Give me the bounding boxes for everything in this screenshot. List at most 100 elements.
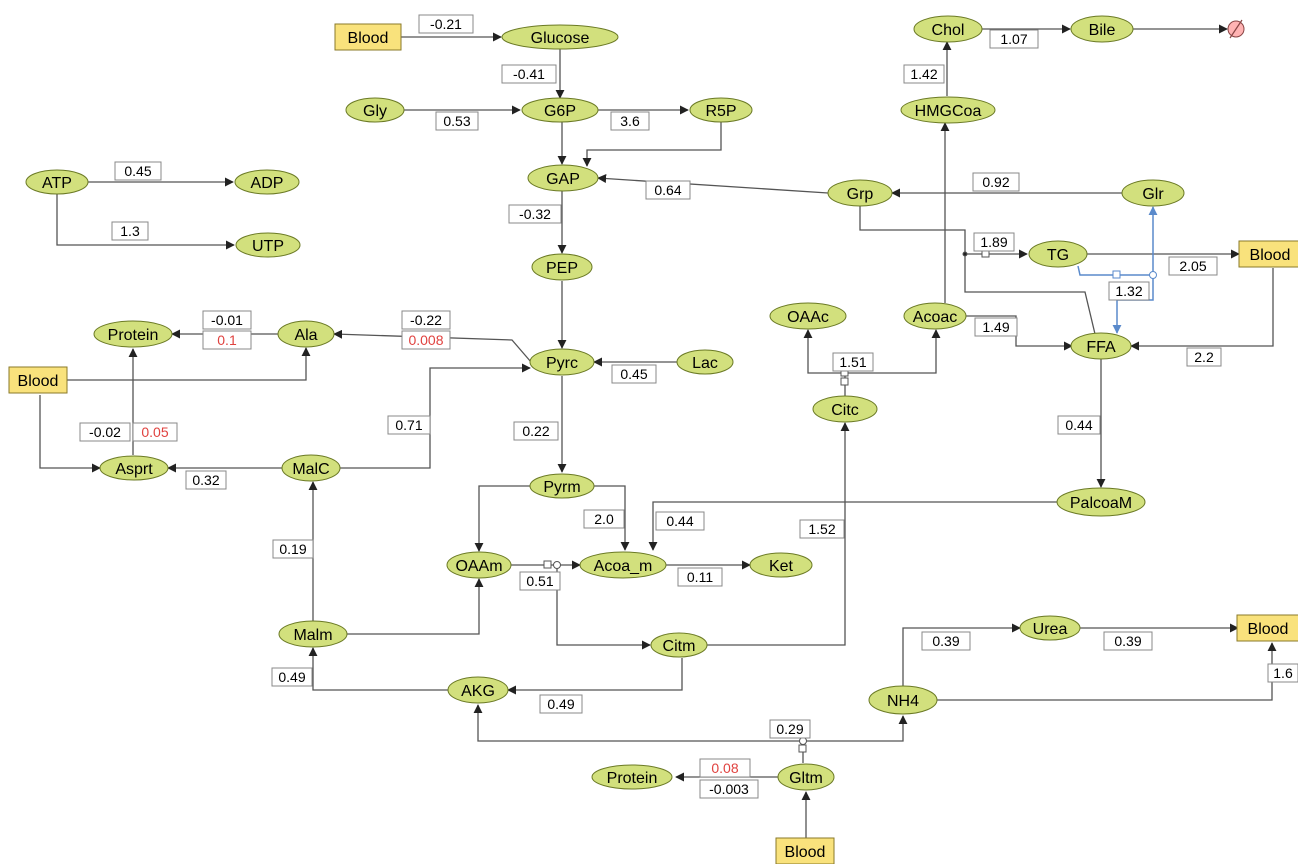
- node-label: OAAm: [455, 558, 502, 575]
- edge-label-text: 1.52: [808, 521, 835, 537]
- edge-label-text: 2.2: [1194, 349, 1214, 365]
- node-r5p: R5P: [689, 97, 753, 123]
- node-label: Citc: [831, 402, 859, 419]
- node-blood-right2: Blood: [1236, 614, 1298, 642]
- edge-label-asprt-protein-red: 0.05: [132, 422, 178, 442]
- node-urea: Urea: [1019, 615, 1081, 641]
- node-adp: ADP: [234, 169, 300, 195]
- edge-malm-oaam: [346, 578, 484, 635]
- edge-label-glr-grp: 0.92: [972, 172, 1020, 192]
- edge-oaam-citm: [556, 565, 651, 650]
- node-ket: Ket: [749, 552, 813, 578]
- node-ffa: FFA: [1070, 332, 1132, 360]
- node-label: Lac: [692, 355, 718, 372]
- node-pyrc: Pyrc: [529, 348, 595, 376]
- node-label: Gltm: [789, 770, 823, 787]
- edge-label-text: 0.49: [547, 696, 574, 712]
- node-label: Blood: [18, 373, 59, 390]
- junction-circle: [1149, 271, 1157, 279]
- node-label: PEP: [546, 260, 578, 277]
- edge-label-text: 0.1: [217, 332, 237, 348]
- edge-label-text: 0.19: [279, 541, 306, 557]
- edge-label-ffa-palcoam: 0.44: [1057, 415, 1101, 435]
- junction-square: [798, 744, 807, 753]
- node-gap: GAP: [527, 164, 599, 192]
- node-label: Asprt: [115, 461, 153, 478]
- node-protein-top: Protein: [93, 320, 173, 348]
- edge-label-pyrc-ala-red: 0.008: [401, 330, 451, 350]
- node-g6p: G6P: [521, 97, 599, 123]
- edge-label-urea-blood: 0.39: [1103, 631, 1153, 651]
- edge-label-text: 0.39: [1114, 633, 1141, 649]
- edge-label-text: -0.01: [211, 312, 243, 328]
- node-protein-bottom: Protein: [591, 764, 673, 790]
- edge-malc-pyrc: [340, 363, 531, 469]
- node-label: Protein: [108, 327, 159, 344]
- edge-label-tg-ffa: 1.32: [1108, 281, 1150, 301]
- edge-label-text: 1.6: [1273, 665, 1293, 681]
- edge-label-text: 2.0: [594, 511, 614, 527]
- edge-label-text: -0.41: [513, 66, 545, 82]
- node-blood-right1: Blood: [1238, 240, 1298, 268]
- edge-label-palcoam-acoa: 0.44: [655, 511, 705, 531]
- edge-label-gltm-protein-red: 0.08: [699, 758, 751, 778]
- edge-label-text: -0.003: [709, 781, 749, 797]
- edge-label-text: 0.49: [278, 669, 305, 685]
- node-oaam: OAAm: [446, 551, 512, 579]
- sink-empty-set-icon: [1227, 19, 1245, 39]
- node-label: UTP: [252, 238, 284, 255]
- edge-tg-glr: [1077, 206, 1158, 276]
- node-gltm: Gltm: [777, 763, 835, 791]
- edge-label-gly-g6p: 0.53: [435, 111, 479, 131]
- edge-label-gltm-protein: -0.003: [699, 779, 759, 799]
- edge-label-text: 0.45: [620, 366, 647, 382]
- node-gly: Gly: [345, 97, 405, 123]
- edge-label-ala-protein: -0.01: [202, 310, 252, 330]
- node-label: Ket: [769, 558, 794, 575]
- node-blood-top: Blood: [334, 23, 402, 51]
- node-blood-bottom: Blood: [775, 837, 835, 864]
- node-hmgcoa: HMGCoa: [900, 96, 996, 124]
- edge-label-blood-glucose: -0.21: [418, 14, 474, 34]
- edge-label-text: -0.02: [89, 424, 121, 440]
- edge-label-text: 2.05: [1179, 258, 1206, 274]
- node-label: Urea: [1033, 621, 1068, 638]
- edge-pyrm-acoa: [594, 485, 630, 551]
- node-label: G6P: [544, 103, 576, 120]
- edge-label-text: 1.42: [910, 66, 937, 82]
- edge-label-pyrc-ala: -0.22: [401, 310, 451, 330]
- node-utp: UTP: [235, 232, 301, 258]
- edge-label-text: -0.21: [430, 16, 462, 32]
- node-malm: Malm: [278, 620, 348, 648]
- edge-label-gltm-split: 0.29: [769, 719, 811, 739]
- edge-label-pyrc-pyrm: 0.22: [513, 421, 559, 441]
- edge-pyrm-oaam: [474, 485, 531, 552]
- edge-label-text: 0.39: [932, 633, 959, 649]
- edge-palcoam-acoa: [648, 501, 1057, 551]
- edge-akg-malm: [308, 647, 448, 691]
- edge-label-blood-ffa: 2.2: [1186, 347, 1222, 367]
- node-label: ATP: [42, 175, 72, 192]
- node-pep: PEP: [531, 253, 593, 281]
- node-label: Bile: [1089, 22, 1116, 39]
- edge-label-text: 0.92: [982, 174, 1009, 190]
- edge-label-atp-adp: 0.45: [114, 161, 162, 181]
- edge-label-text: 0.51: [526, 573, 553, 589]
- edge-label-nh4-blood: 1.6: [1267, 663, 1298, 683]
- node-akg: AKG: [447, 676, 509, 704]
- edge-label-g6p-r5p: 3.6: [610, 111, 650, 131]
- edge-ffa-tg-feed: [964, 254, 1096, 335]
- junction-square: [840, 377, 849, 386]
- node-label: PalcoaM: [1070, 495, 1132, 512]
- node-citc: Citc: [812, 395, 878, 423]
- node-label: TG: [1047, 247, 1069, 264]
- node-label: AKG: [461, 683, 495, 700]
- edge-label-text: 0.32: [192, 472, 219, 488]
- node-label: Blood: [1250, 247, 1291, 264]
- edge-pyrc-ala: [333, 329, 532, 363]
- node-label: FFA: [1086, 339, 1116, 356]
- edge-nh4-urea: [902, 623, 1021, 686]
- node-palcoam: PalcoaM: [1056, 487, 1146, 517]
- edge-label-text: 0.29: [776, 721, 803, 737]
